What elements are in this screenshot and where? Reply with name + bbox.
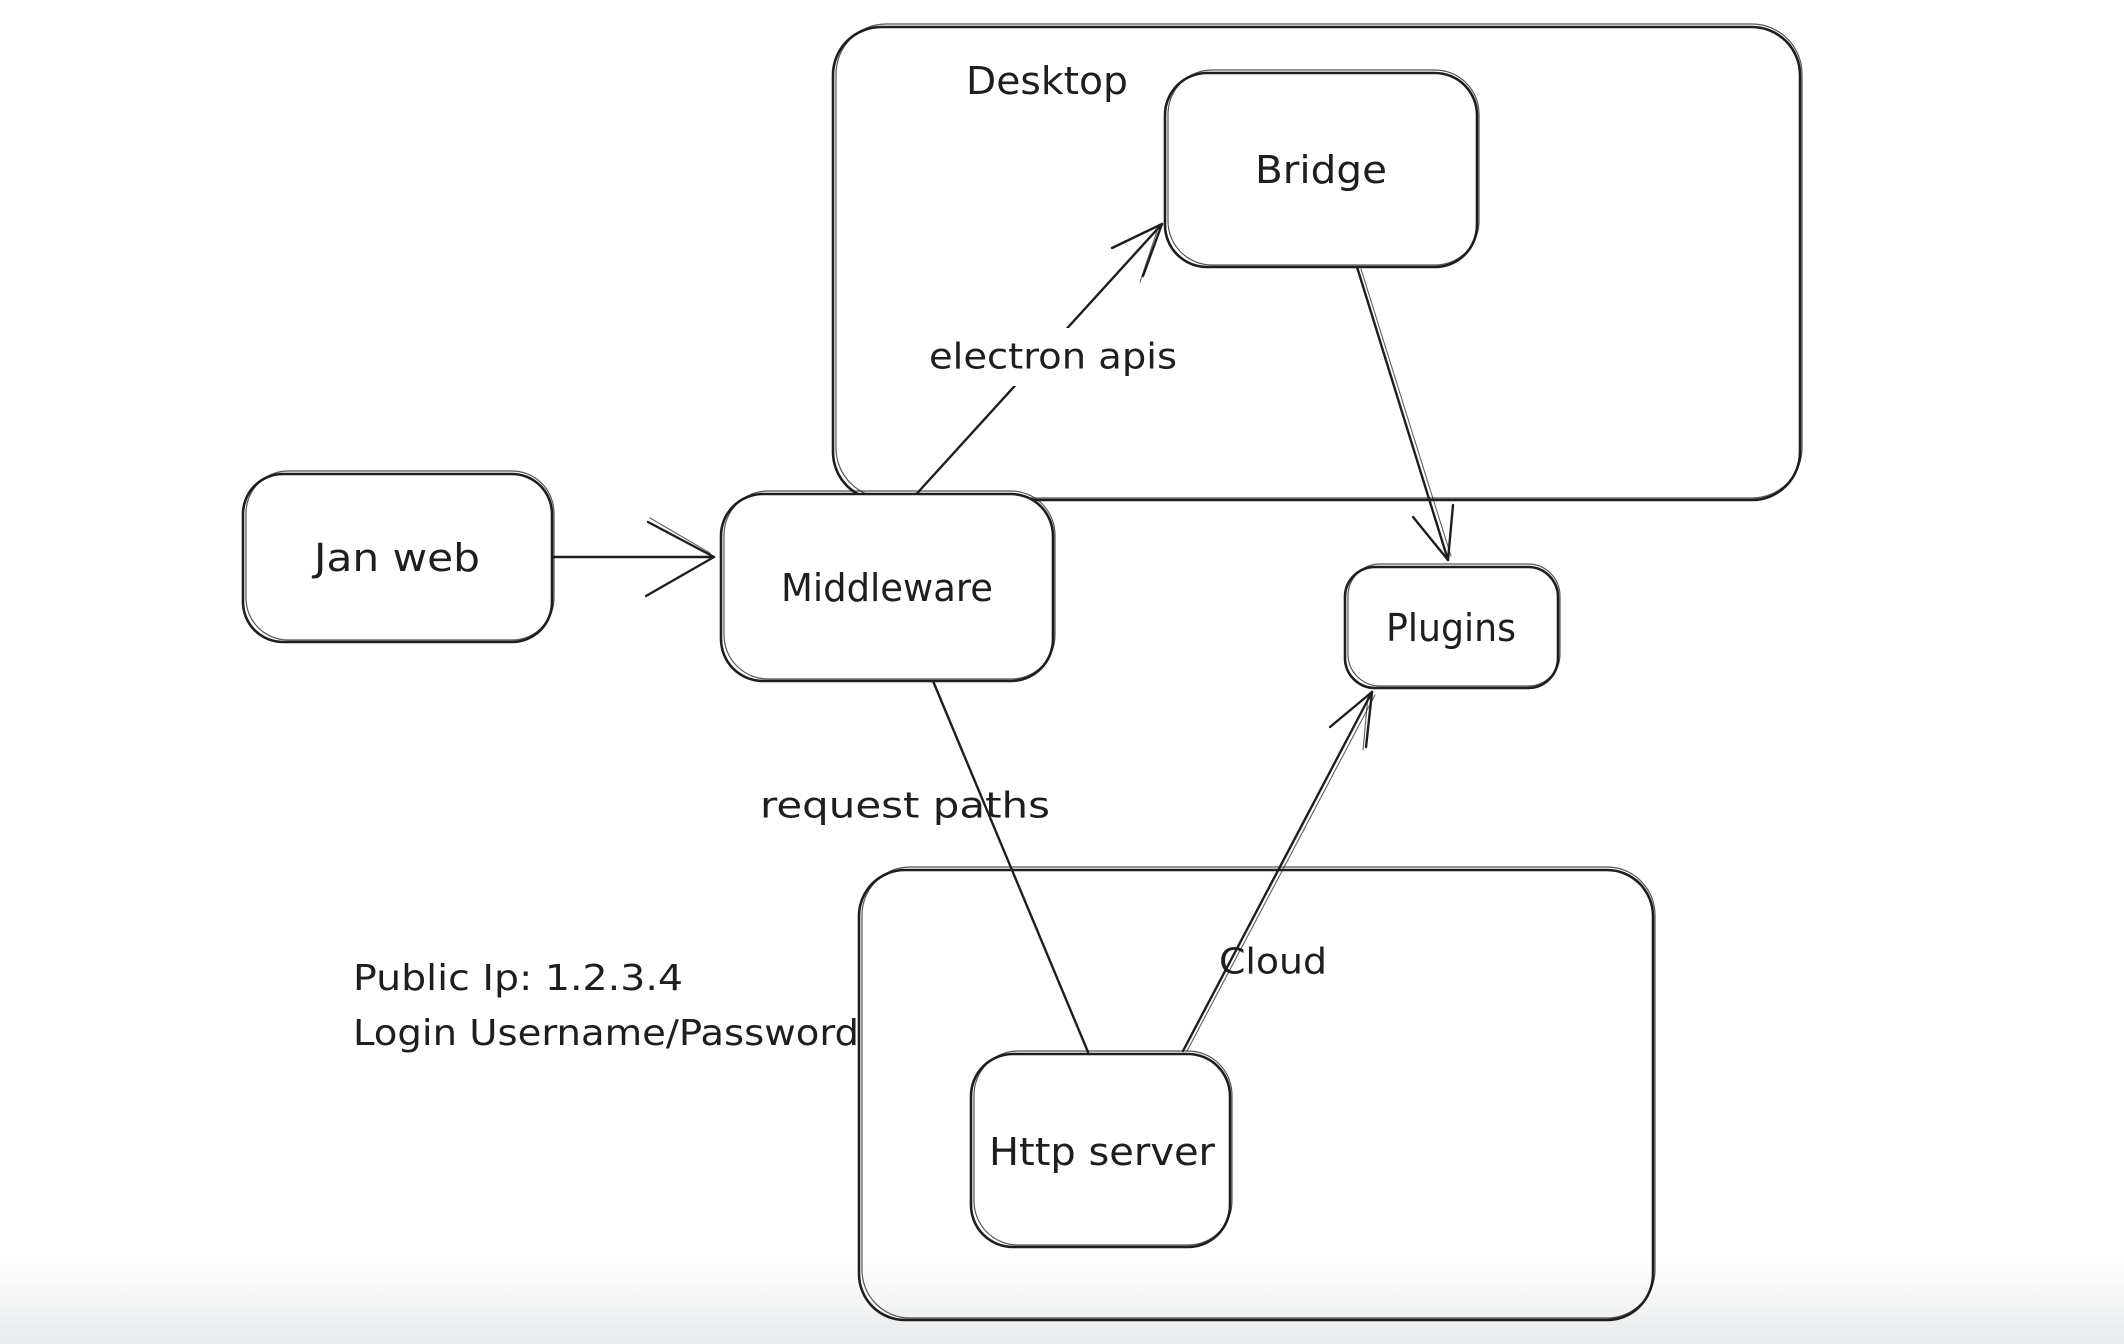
annotation-login: Login Username/Password	[353, 1013, 859, 1054]
desktop-container-label: Desktop	[966, 59, 1128, 103]
edge-bridge-plugins[interactable]	[1355, 265, 1455, 562]
svg-text:Cloud: Cloud	[1219, 942, 1327, 983]
node-plugins[interactable]: Plugins	[1343, 563, 1561, 690]
node-plugins-label: Plugins	[1386, 606, 1516, 650]
node-http-server-label: Http server	[989, 1130, 1215, 1174]
edge-janweb-middleware[interactable]	[550, 517, 716, 598]
annotation-credentials[interactable]: Public Ip: 1.2.3.4 Login Username/Passwo…	[353, 958, 859, 1054]
edge-middleware-httpserver[interactable]	[931, 679, 1090, 1054]
node-middleware[interactable]: Middleware	[719, 490, 1056, 683]
annotation-public-ip: Public Ip: 1.2.3.4	[353, 958, 683, 999]
cloud-container[interactable]	[857, 866, 1656, 1322]
edge-label-electron-apis[interactable]: electron apis	[921, 328, 1189, 386]
edge-label-request-paths[interactable]: request paths	[760, 786, 1050, 827]
node-middleware-label: Middleware	[781, 566, 993, 610]
edge-httpserver-plugins[interactable]	[1181, 690, 1376, 1053]
node-bridge-label: Bridge	[1255, 148, 1387, 192]
node-jan-web-label: Jan web	[312, 536, 480, 580]
desktop-container[interactable]: Desktop	[831, 23, 1803, 502]
svg-text:request paths: request paths	[760, 786, 1050, 827]
page-bottom-strip	[0, 1256, 2124, 1344]
node-bridge[interactable]: Bridge	[1163, 69, 1480, 269]
cloud-container-label[interactable]: Cloud	[1219, 942, 1327, 983]
node-http-server[interactable]: Http server	[969, 1050, 1233, 1249]
node-jan-web[interactable]: Jan web	[241, 470, 555, 644]
svg-text:electron apis: electron apis	[929, 337, 1177, 378]
